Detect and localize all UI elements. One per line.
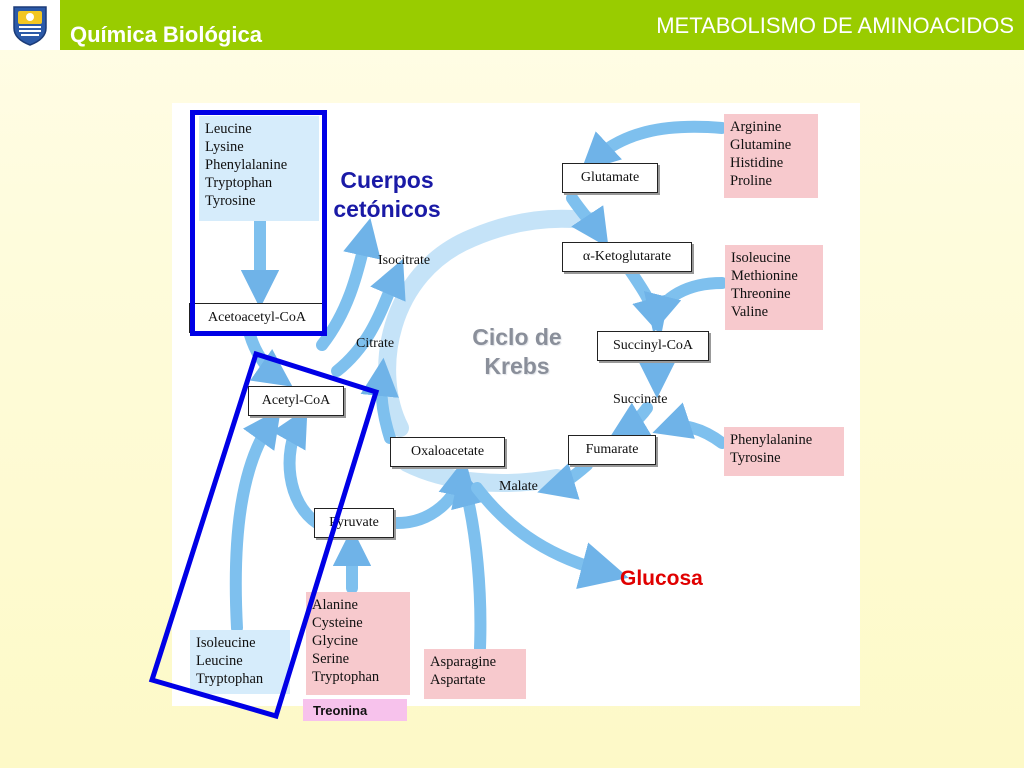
list-item: Arginine bbox=[730, 119, 782, 135]
list-item: Tryptophan bbox=[312, 669, 380, 685]
topic-title: METABOLISMO DE AMINOACIDOS bbox=[656, 13, 1014, 38]
list-item: Serine bbox=[312, 651, 350, 667]
ketone-bodies-label: Cuerpos cetónicos bbox=[322, 166, 452, 224]
pyruvate-node: Pyruvate bbox=[314, 508, 394, 538]
alpha-ketoglutarate-node: α-Ketoglutarate bbox=[562, 242, 692, 272]
isocitrate-label: Isocitrate bbox=[378, 253, 431, 268]
list-item: Alanine bbox=[312, 597, 358, 613]
krebs-line-1: Ciclo de bbox=[472, 324, 562, 350]
list-item: Histidine bbox=[730, 155, 784, 171]
list-item: Isoleucine bbox=[196, 635, 256, 651]
logo-container bbox=[0, 0, 60, 50]
ketogenic-highlight-frame bbox=[190, 110, 327, 336]
succinyl-coa-precursors-list: Isoleucine Methionine Threonine Valine bbox=[725, 245, 823, 330]
list-item: Valine bbox=[731, 304, 769, 320]
list-item: Lysine bbox=[205, 139, 244, 155]
glutamate-node: Glutamate bbox=[562, 163, 658, 193]
list-item: Methionine bbox=[731, 268, 798, 284]
list-item: Aspartate bbox=[430, 672, 486, 688]
list-item: Phenylalanine bbox=[205, 157, 288, 173]
list-item: Asparagine bbox=[430, 654, 497, 670]
glucose-label: Glucosa bbox=[620, 567, 703, 590]
list-item: Threonine bbox=[731, 286, 791, 302]
list-item: Tyrosine bbox=[730, 450, 781, 466]
oxaloacetate-node: Oxaloacetate bbox=[390, 437, 505, 467]
acetoacetyl-coa-node: Acetoacetyl-CoA bbox=[189, 303, 325, 333]
pyruvate-precursors-list: Alanine Cysteine Glycine Serine Tryptoph… bbox=[306, 592, 410, 695]
list-item: Proline bbox=[730, 173, 772, 189]
oxaloacetate-precursors-list: Asparagine Aspartate bbox=[424, 649, 526, 699]
university-shield-icon bbox=[13, 6, 47, 46]
glutamate-precursors-list: Arginine Glutamine Histidine Proline bbox=[724, 114, 818, 198]
krebs-cycle-label: Ciclo de Krebs bbox=[455, 323, 579, 381]
list-item: Tyrosine bbox=[205, 193, 256, 209]
list-item: Leucine bbox=[205, 121, 252, 137]
header-bar: Química Biológica METABOLISMO DE AMINOAC… bbox=[0, 0, 1024, 50]
fumarate-node: Fumarate bbox=[568, 435, 656, 465]
list-item: Tryptophan bbox=[205, 175, 273, 191]
list-item: Tryptophan bbox=[196, 671, 264, 687]
malate-label: Malate bbox=[499, 479, 538, 494]
ketone-bodies-line-1: Cuerpos bbox=[340, 167, 434, 193]
acetyl-coa-precursors-list: Isoleucine Leucine Tryptophan bbox=[190, 630, 290, 694]
succinyl-coa-node: Succinyl-CoA bbox=[597, 331, 709, 361]
threonine-tag: Treonina bbox=[303, 699, 407, 721]
fumarate-precursors-list: Phenylalanine Tyrosine bbox=[724, 427, 844, 476]
list-item: Glutamine bbox=[730, 137, 792, 153]
citrate-label: Citrate bbox=[356, 336, 395, 351]
krebs-line-2: Krebs bbox=[484, 353, 550, 379]
list-item: Isoleucine bbox=[731, 250, 791, 266]
list-item: Glycine bbox=[312, 633, 358, 649]
list-item: Phenylalanine bbox=[730, 432, 813, 448]
ketogenic-amino-acids-list: Leucine Lysine Phenylalanine Tryptophan … bbox=[199, 116, 319, 221]
list-item: Cysteine bbox=[312, 615, 363, 631]
succinate-label: Succinate bbox=[613, 392, 668, 407]
acetyl-coa-node: Acetyl-CoA bbox=[248, 386, 344, 416]
list-item: Leucine bbox=[196, 653, 243, 669]
ketone-bodies-line-2: cetónicos bbox=[333, 196, 441, 222]
course-title: Química Biológica bbox=[70, 22, 262, 47]
